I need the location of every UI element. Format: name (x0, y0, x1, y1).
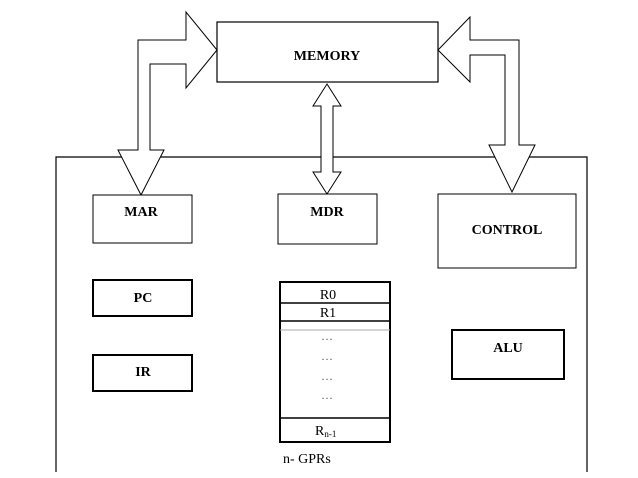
ir-box (92, 354, 193, 392)
mar-to-memory-arrow (117, 10, 218, 197)
memory-label: MEMORY (294, 49, 360, 64)
register-r1-label: R1 (320, 306, 336, 321)
register-r0-label: R0 (320, 288, 336, 303)
control-label: CONTROL (472, 223, 543, 238)
alu-label: ALU (493, 341, 523, 356)
mar-label: MAR (124, 205, 158, 220)
register-rn-label: Rn-1 (315, 424, 336, 439)
memory-box (216, 21, 439, 83)
gpr-caption: n- GPRs (283, 452, 331, 467)
alu-box (451, 329, 565, 380)
register-file: R0 R1 … … … … Rn-1 (279, 281, 391, 443)
register-rn-subscript: n-1 (324, 429, 336, 439)
pc-label: PC (134, 291, 153, 306)
register-ellipsis: … (321, 349, 333, 363)
register-ellipsis: … (321, 388, 333, 402)
mdr-box (277, 193, 378, 245)
control-memory-arrow (437, 15, 536, 194)
pc-box (92, 279, 193, 317)
mdr-label: MDR (310, 205, 344, 220)
register-rn-base: R (315, 424, 325, 439)
register-file-box (279, 281, 391, 443)
memory-mdr-arrow (312, 83, 342, 195)
ir-label: IR (135, 365, 151, 380)
register-ellipsis: … (321, 369, 333, 383)
register-ellipsis: … (321, 329, 333, 343)
control-box (437, 193, 577, 269)
mar-box (92, 194, 193, 244)
